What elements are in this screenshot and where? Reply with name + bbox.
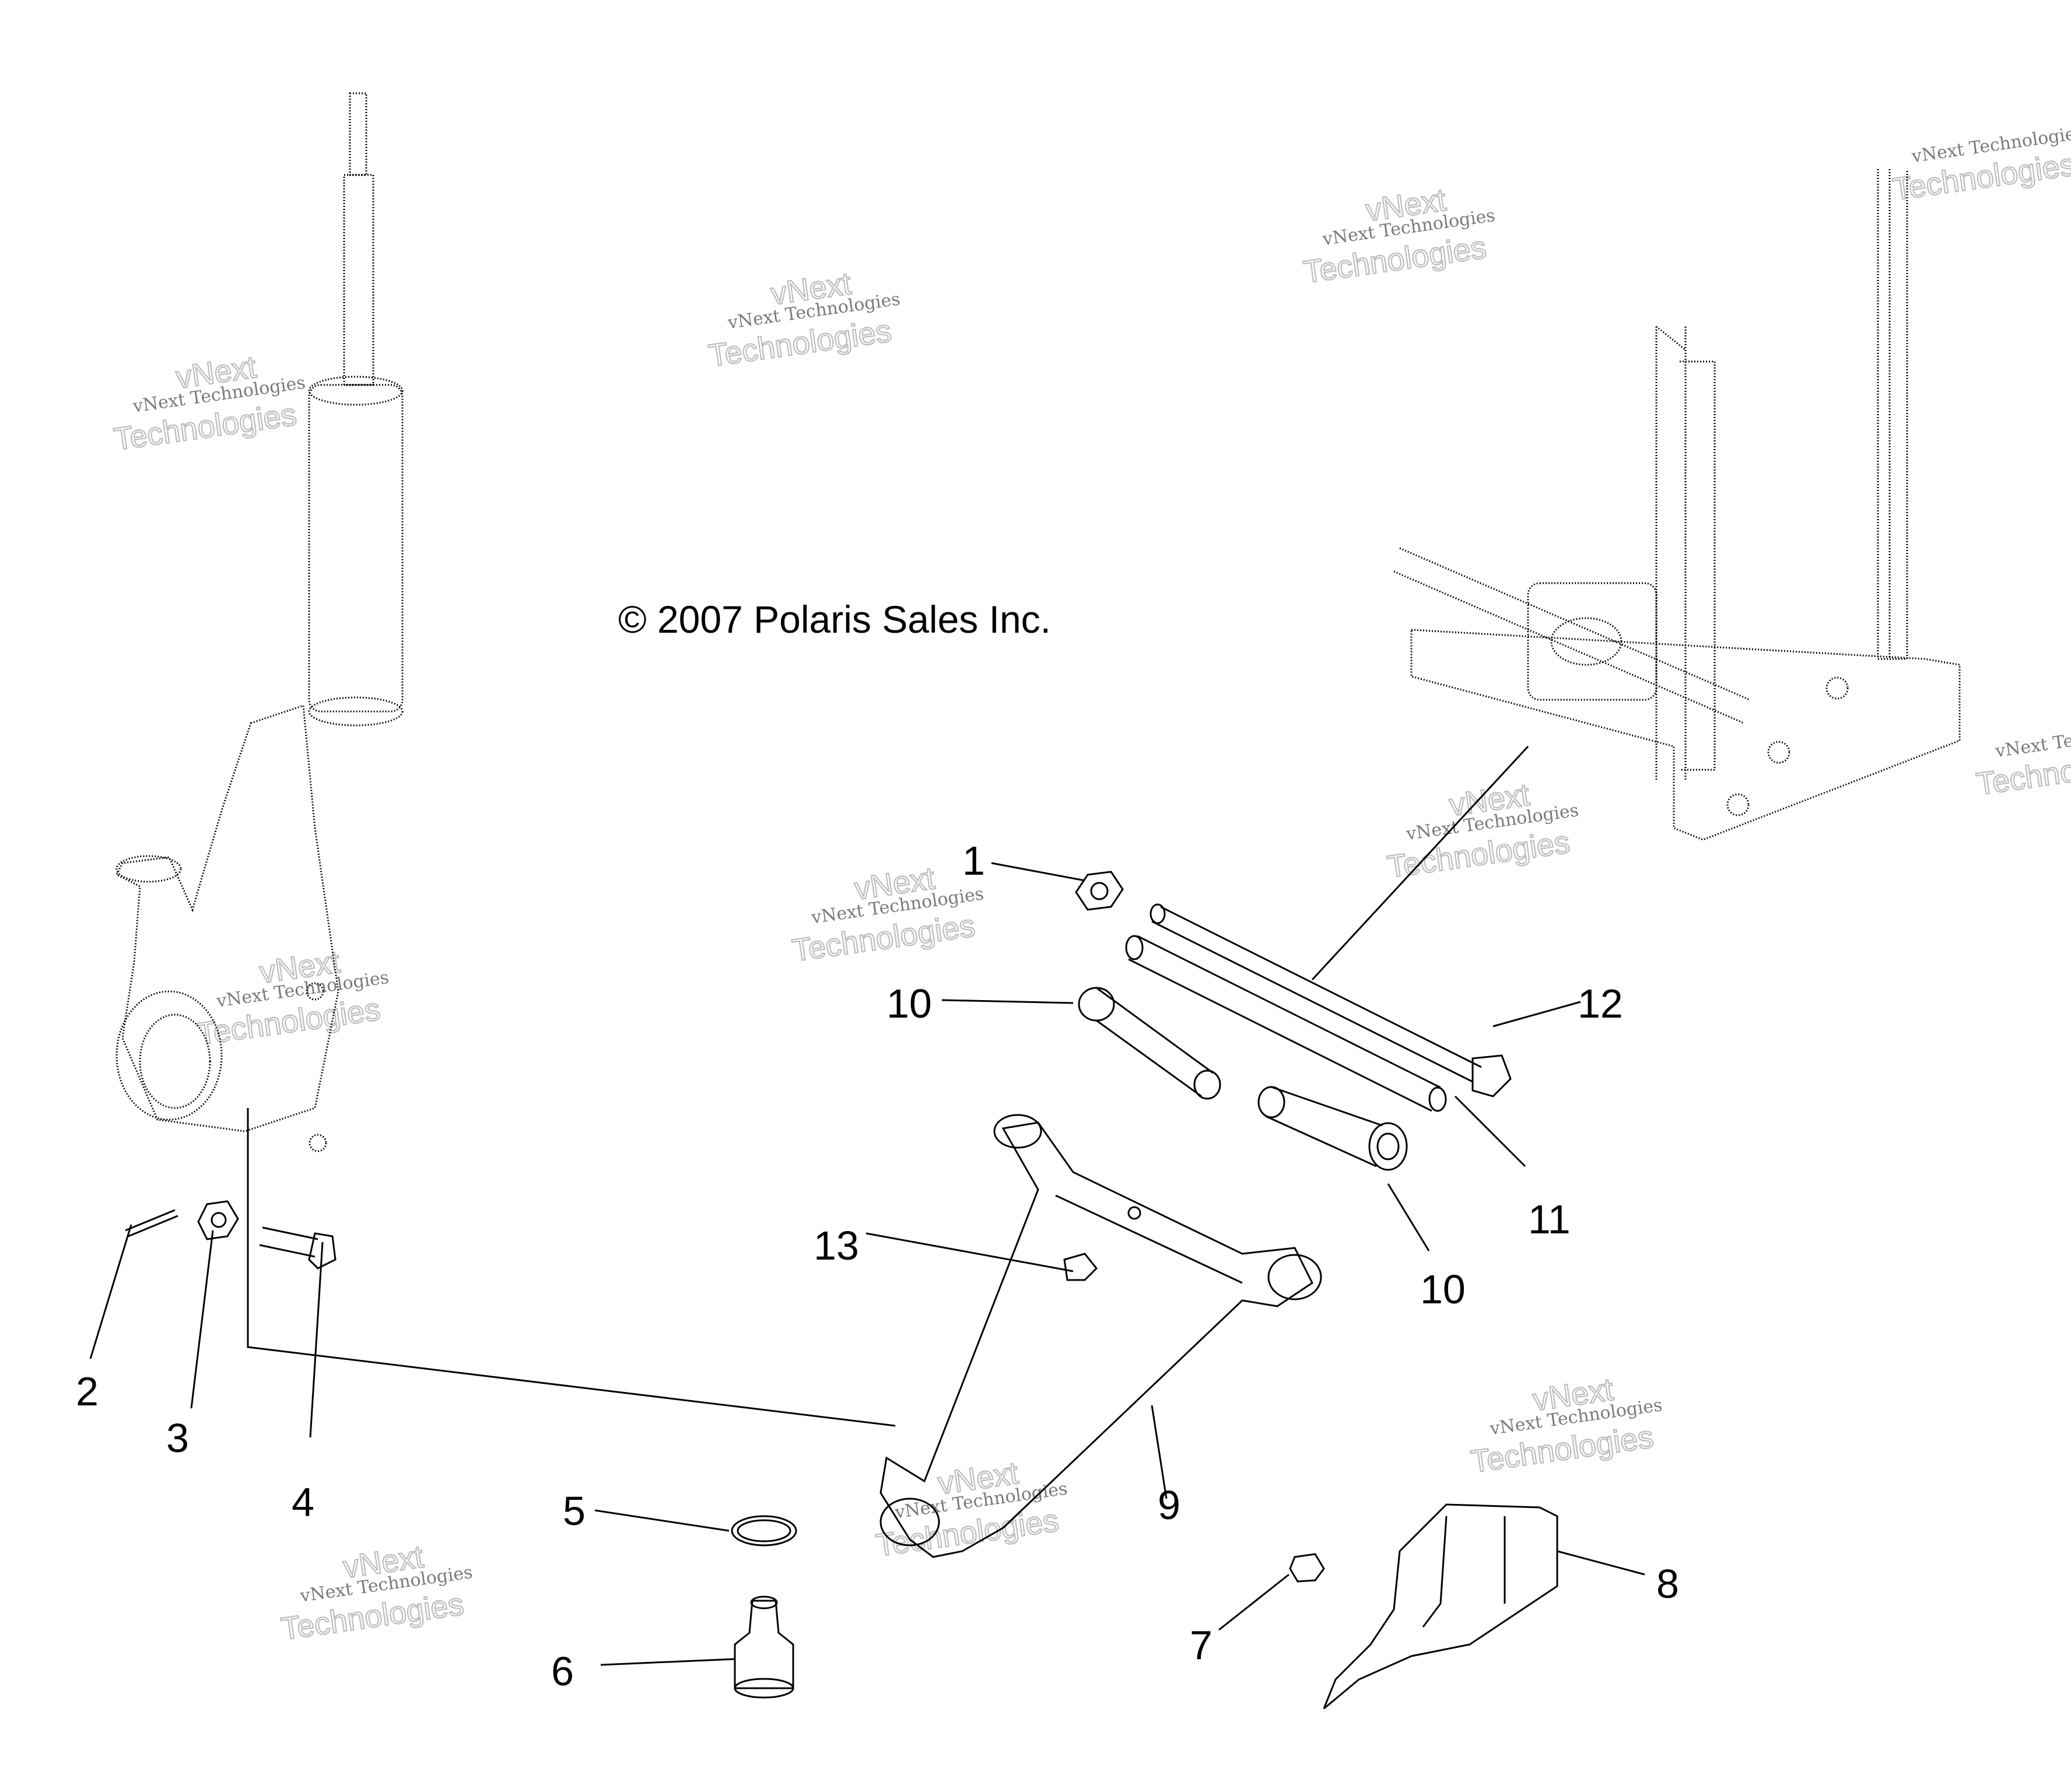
callout-12: 12 <box>1578 981 1623 1026</box>
watermark: Technologies vNext vNext Technologies <box>195 944 390 1053</box>
callout-9: 9 <box>1158 1482 1180 1528</box>
part-12-bolt <box>1150 903 1512 1097</box>
watermark: Technologies vNext vNext Technologies <box>706 265 902 374</box>
watermark: Technologies vNext vNext Technologies <box>1301 182 1496 291</box>
callout-4: 4 <box>292 1479 314 1525</box>
callout-10-upper: 10 <box>886 981 932 1026</box>
callout-10-lower: 10 <box>1420 1267 1466 1312</box>
part-4-bolt <box>259 1226 337 1270</box>
part-10-bushing-lower <box>1257 1086 1408 1171</box>
callouts: 1 2 3 4 5 6 7 8 9 10 10 11 12 13 <box>76 838 1679 1694</box>
strut-assembly <box>308 92 404 727</box>
leader-lines <box>89 745 1645 1666</box>
callout-6: 6 <box>551 1649 574 1694</box>
watermark: Technologies vNext vNext Technologies <box>790 860 985 969</box>
callout-11: 11 <box>1528 1197 1571 1242</box>
part-13-grease-fitting <box>1063 1253 1098 1281</box>
frame-section <box>1393 169 1961 841</box>
watermark: Technologies vNext Technologies <box>1890 122 2071 208</box>
part-6-ball-joint <box>734 1595 794 1699</box>
steering-knuckle <box>115 704 339 1152</box>
callout-8: 8 <box>1656 1561 1679 1607</box>
part-3-nut <box>197 1200 239 1240</box>
callout-7: 7 <box>1190 1622 1213 1668</box>
part-8-guard <box>1323 1503 1558 1710</box>
part-5-retaining-ring <box>731 1515 797 1546</box>
copyright-text: © 2007 Polaris Sales Inc. <box>618 598 1051 641</box>
part-2-cotter-pin <box>125 1209 178 1237</box>
watermark: Technologies vNext vNext Technologies <box>111 349 307 458</box>
callout-13: 13 <box>814 1223 859 1268</box>
part-9-a-arm <box>879 1114 1322 1558</box>
watermark: Technologies vNext vNext Technologies <box>278 1538 474 1647</box>
callout-1: 1 <box>962 838 985 883</box>
part-10-bushing-upper <box>1078 987 1221 1100</box>
watermarks: Technologies vNext vNext Technologies Te… <box>111 122 2071 1647</box>
callout-5: 5 <box>563 1488 586 1534</box>
callout-3: 3 <box>166 1415 189 1461</box>
callout-2: 2 <box>76 1369 99 1414</box>
part-7-screw <box>1289 1553 1325 1583</box>
watermark: Technologies vNext vNext Technologies <box>1468 1372 1663 1481</box>
part-1-nut <box>1075 871 1124 911</box>
watermark: Technologies vNext Technologies <box>1974 717 2071 802</box>
part-11-tube <box>1125 935 1447 1112</box>
watermark: Technologies vNext vNext Technologies <box>1385 777 1580 886</box>
